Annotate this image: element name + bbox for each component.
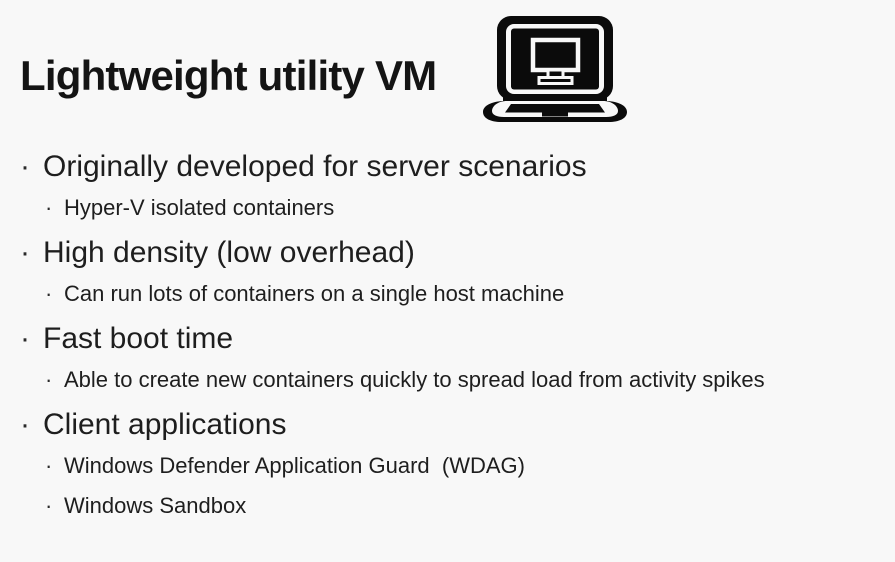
bullet-marker: · — [45, 453, 53, 478]
sub-bullet-item: · Hyper-V isolated containers — [20, 188, 887, 228]
bullet-text: Originally developed for server scenario… — [43, 150, 587, 183]
title-row: Lightweight utility VM — [20, 14, 885, 126]
bullet-text: High density (low overhead) — [43, 236, 415, 269]
bullet-marker: · — [20, 236, 30, 269]
sub-bullet-item: · Able to create new containers quickly … — [20, 360, 887, 400]
bullet-marker: · — [20, 322, 30, 355]
sub-bullet-text: Can run lots of containers on a single h… — [64, 281, 565, 306]
bullet-text: Fast boot time — [43, 322, 234, 355]
sub-bullet-text: Able to create new containers quickly to… — [64, 367, 765, 392]
bullet-marker: · — [45, 493, 53, 518]
sub-bullet-item: · Windows Defender Application Guard (WD… — [20, 446, 887, 486]
sub-bullet-text: Windows Defender Application Guard (WDAG… — [64, 453, 525, 478]
bullet-item: · High density (low overhead) — [20, 232, 887, 274]
bullet-item: · Originally developed for server scenar… — [20, 146, 887, 188]
bullet-list: · Originally developed for server scenar… — [20, 146, 887, 526]
slide-title: Lightweight utility VM — [20, 52, 437, 99]
bullet-marker: · — [45, 281, 53, 306]
sub-bullet-text: Hyper-V isolated containers — [64, 195, 335, 220]
sub-bullet-item: · Can run lots of containers on a single… — [20, 274, 887, 314]
bullet-text: Client applications — [43, 408, 287, 441]
bullet-marker: · — [45, 367, 53, 392]
laptop-vm-icon — [483, 16, 627, 122]
sub-bullet-item: · Windows Sandbox — [20, 486, 887, 526]
bullet-marker: · — [20, 408, 30, 441]
bullet-item: · Client applications — [20, 404, 887, 446]
bullet-marker: · — [20, 150, 30, 183]
bullet-item: · Fast boot time — [20, 318, 887, 360]
bullet-marker: · — [45, 195, 53, 220]
sub-bullet-text: Windows Sandbox — [64, 493, 247, 518]
